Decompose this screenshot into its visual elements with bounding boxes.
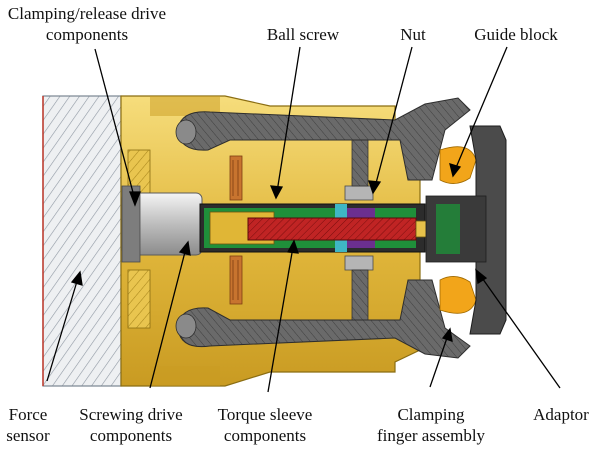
label-guide-block: Guide block <box>466 24 566 45</box>
label-line: finger assembly <box>376 426 486 445</box>
leader-lines <box>46 46 561 393</box>
label-line: Force <box>8 405 48 424</box>
label-line: components <box>223 426 307 445</box>
screwing-drive-windings <box>229 155 243 305</box>
label-ball-screw: Ball screw <box>258 24 348 45</box>
label-line: Nut <box>400 25 426 44</box>
label-torque-sleeve: Torque sleeve components <box>202 404 328 446</box>
label-line: Guide block <box>474 25 558 44</box>
label-nut: Nut <box>392 24 434 45</box>
label-line: Ball screw <box>266 25 340 44</box>
label-line: Screwing drive <box>79 405 183 424</box>
clamping-finger-part <box>175 97 471 359</box>
label-line: components <box>89 426 173 445</box>
ball-screw-part <box>247 217 437 241</box>
guide-block-part <box>439 146 477 314</box>
label-adaptor: Adaptor <box>525 404 597 425</box>
label-clamping-finger: Clamping finger assembly <box>368 404 494 446</box>
force-sensor-part <box>42 95 122 387</box>
label-force-sensor: Force sensor <box>0 404 56 446</box>
label-line: sensor <box>6 426 50 445</box>
label-line: Clamping/release drive <box>7 4 167 23</box>
label-clamping-release-drive: Clamping/release drive components <box>2 3 172 45</box>
label-line: Adaptor <box>533 405 589 424</box>
label-line: Clamping <box>397 405 465 424</box>
label-line: Torque sleeve <box>217 405 313 424</box>
label-screwing-drive: Screwing drive components <box>68 404 194 446</box>
label-line: components <box>45 25 129 44</box>
